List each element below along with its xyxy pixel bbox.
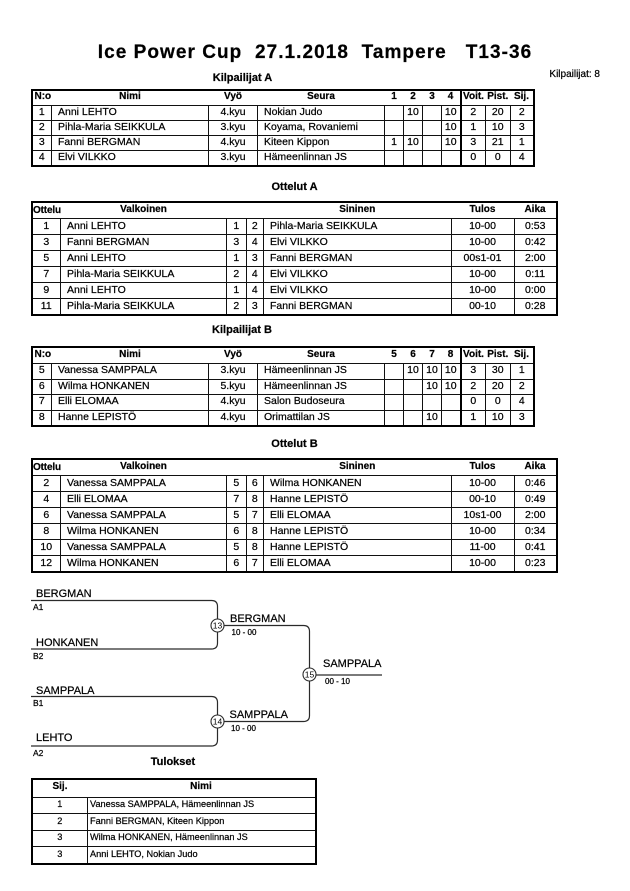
svg-text:14: 14 <box>213 716 223 726</box>
svg-text:15: 15 <box>305 669 315 679</box>
svg-text:13: 13 <box>213 620 223 630</box>
